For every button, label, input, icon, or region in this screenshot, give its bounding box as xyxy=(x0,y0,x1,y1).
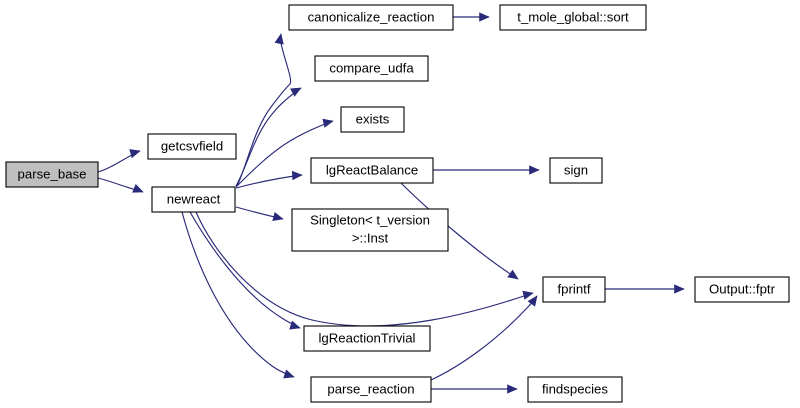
edge-line xyxy=(195,211,534,327)
node-sign[interactable]: sign xyxy=(549,157,603,184)
node-box[interactable] xyxy=(151,186,236,213)
node-box[interactable] xyxy=(303,325,431,352)
node-label: findspecies xyxy=(542,381,608,396)
node-compare_udfa[interactable]: compare_udfa xyxy=(314,55,429,82)
arrow-head-icon xyxy=(283,369,295,379)
arrow-head-icon xyxy=(507,384,518,394)
node-label: compare_udfa xyxy=(329,60,414,75)
nodes-layer: parse_base getcsvfield newreact canonicaliz… xyxy=(5,4,790,403)
node-fprintf[interactable]: fprintf xyxy=(542,276,606,303)
edge-parse_base-to-getcsvfield xyxy=(97,149,141,173)
node-label: canonicalize_reaction xyxy=(308,9,435,24)
edge-fprintf-to-Output_fptr xyxy=(605,284,685,294)
node-box[interactable] xyxy=(542,276,606,303)
edge-newreact-to-fprintf xyxy=(195,211,534,327)
node-label: parse_base xyxy=(18,166,87,181)
edge-line xyxy=(235,120,334,188)
node-lgReactionTrivial[interactable]: lgReactionTrivial xyxy=(303,325,431,352)
arrow-head-icon xyxy=(289,320,301,330)
node-canonicalize_reaction[interactable]: canonicalize_reaction xyxy=(288,4,454,31)
edge-canonicalize_reaction-to-t_mole_global_sort xyxy=(453,12,490,22)
edge-line xyxy=(189,211,301,329)
node-box[interactable] xyxy=(288,4,454,31)
edge-newreact-to-compare_udfa xyxy=(235,87,302,187)
node-box[interactable] xyxy=(314,55,429,82)
arrow-head-icon xyxy=(290,87,302,97)
node-Output_fptr[interactable]: Output::fptr xyxy=(694,276,790,303)
node-label: lgReactBalance xyxy=(326,162,418,177)
node-parse_base[interactable]: parse_base xyxy=(5,161,99,188)
edge-line xyxy=(181,211,295,378)
node-parse_reaction[interactable]: parse_reaction xyxy=(310,376,432,403)
edge-newreact-to-canonicalize_reaction xyxy=(236,33,292,187)
node-box[interactable] xyxy=(340,106,405,133)
edge-lgReactBalance-to-fprintf xyxy=(400,182,519,280)
node-lgReactBalance[interactable]: lgReactBalance xyxy=(310,157,434,184)
node-box[interactable] xyxy=(549,157,603,184)
node-label: parse_reaction xyxy=(327,381,414,396)
arrow-head-icon xyxy=(274,33,284,45)
arrow-head-icon xyxy=(529,165,540,175)
node-box[interactable] xyxy=(147,133,237,160)
arrow-head-icon xyxy=(291,170,303,181)
edge-newreact-to-lgReactBalance xyxy=(235,170,303,189)
edge-line xyxy=(400,182,519,280)
edge-newreact-to-lgReactionTrivial xyxy=(189,211,301,330)
arrow-head-icon xyxy=(507,269,519,280)
arrow-head-icon xyxy=(522,290,534,300)
arrow-head-icon xyxy=(322,118,334,128)
node-findspecies[interactable]: findspecies xyxy=(527,376,623,403)
node-box[interactable] xyxy=(310,157,434,184)
node-box[interactable] xyxy=(291,208,449,252)
edges-layer xyxy=(97,12,685,394)
edge-parse_base-to-newreact xyxy=(97,177,144,193)
node-label: t_mole_global::sort xyxy=(517,9,629,24)
edge-parse_reaction-to-findspecies xyxy=(431,384,518,394)
node-box[interactable] xyxy=(5,161,99,188)
node-getcsvfield[interactable]: getcsvfield xyxy=(147,133,237,160)
node-newreact[interactable]: newreact xyxy=(151,186,236,213)
node-label-line1: Singleton< t_version xyxy=(310,212,430,227)
edge-newreact-to-exists xyxy=(235,118,334,188)
node-label: Output::fptr xyxy=(709,281,776,296)
arrow-head-icon xyxy=(272,211,284,222)
arrow-head-icon xyxy=(129,149,141,159)
node-label: lgReactionTrivial xyxy=(319,330,416,345)
node-label: newreact xyxy=(167,191,221,206)
node-label: fprintf xyxy=(558,281,591,296)
edge-newreact-to-singleton_t_version xyxy=(235,206,284,222)
node-label: exists xyxy=(356,111,390,126)
node-singleton_t_version[interactable]: Singleton< t_version>::Inst xyxy=(291,208,449,252)
node-box[interactable] xyxy=(310,376,432,403)
edge-line xyxy=(235,87,302,187)
node-box[interactable] xyxy=(694,276,790,303)
arrow-head-icon xyxy=(674,284,685,294)
node-exists[interactable]: exists xyxy=(340,106,405,133)
node-box[interactable] xyxy=(527,376,623,403)
edge-parse_reaction-to-fprintf xyxy=(430,295,538,381)
edge-newreact-to-parse_reaction xyxy=(181,211,295,379)
node-label: sign xyxy=(564,162,588,177)
edge-line xyxy=(236,33,292,187)
node-label-line2: >::Inst xyxy=(352,230,389,245)
node-box[interactable] xyxy=(499,4,647,31)
arrow-head-icon xyxy=(132,183,144,193)
edge-lgReactBalance-to-sign xyxy=(433,165,540,175)
arrow-head-icon xyxy=(479,12,490,22)
node-label: getcsvfield xyxy=(161,138,223,153)
arrow-head-icon xyxy=(527,295,538,307)
node-t_mole_global_sort[interactable]: t_mole_global::sort xyxy=(499,4,647,31)
